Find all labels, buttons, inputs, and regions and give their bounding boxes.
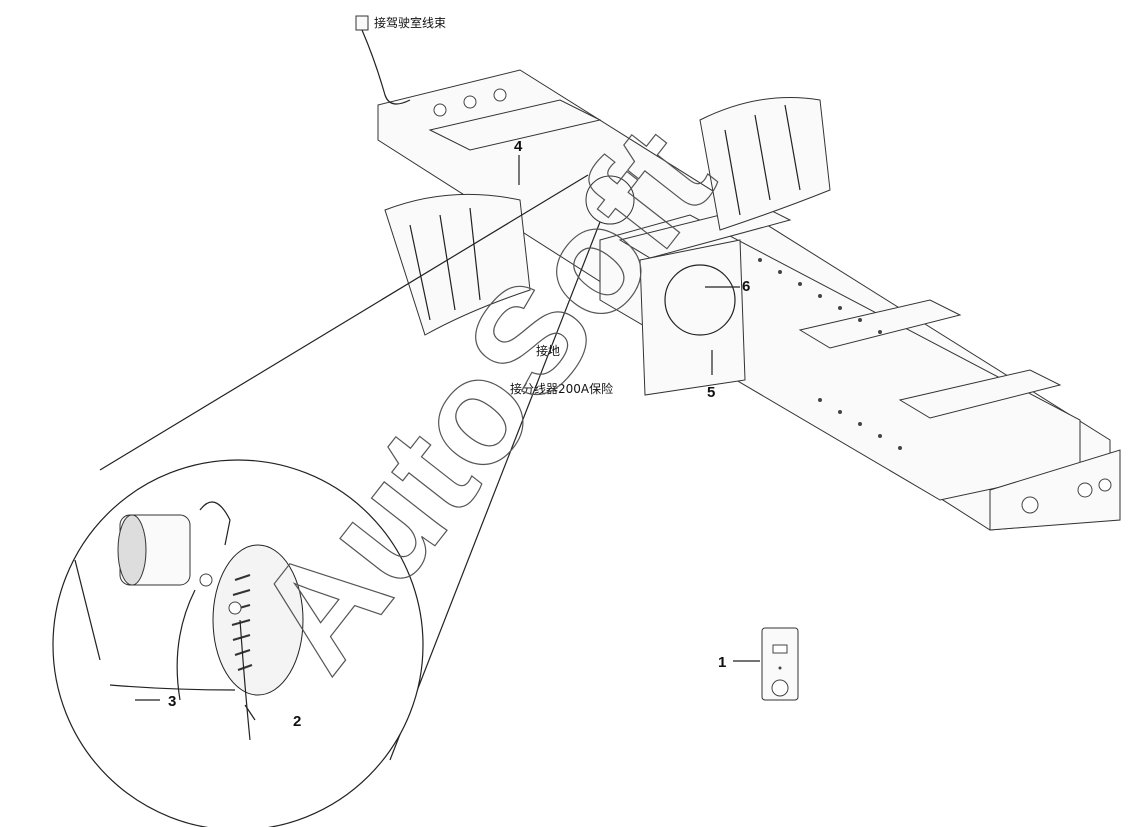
callout-6: 6 — [742, 278, 750, 295]
callout-2: 2 — [293, 713, 301, 730]
label-ground: 接地 — [536, 343, 560, 358]
detail-magnifier — [52, 174, 601, 827]
cab-harness-connector — [355, 15, 411, 105]
callout-3: 3 — [168, 693, 176, 710]
battery-switch-icon — [74, 501, 304, 741]
callout-leaders — [135, 155, 760, 721]
callout-5: 5 — [707, 384, 715, 401]
callout-1: 1 — [718, 654, 726, 671]
air-tank — [585, 175, 635, 225]
battery-switch-panel — [761, 627, 799, 701]
rail-holes — [433, 88, 902, 450]
label-fuse-box: 接分线器200A保险 — [510, 381, 613, 396]
mudguard-icon — [384, 97, 831, 336]
fuse-bracket — [639, 239, 746, 396]
label-cab-harness: 接驾驶室线束 — [374, 15, 446, 30]
callout-4: 4 — [514, 138, 523, 155]
